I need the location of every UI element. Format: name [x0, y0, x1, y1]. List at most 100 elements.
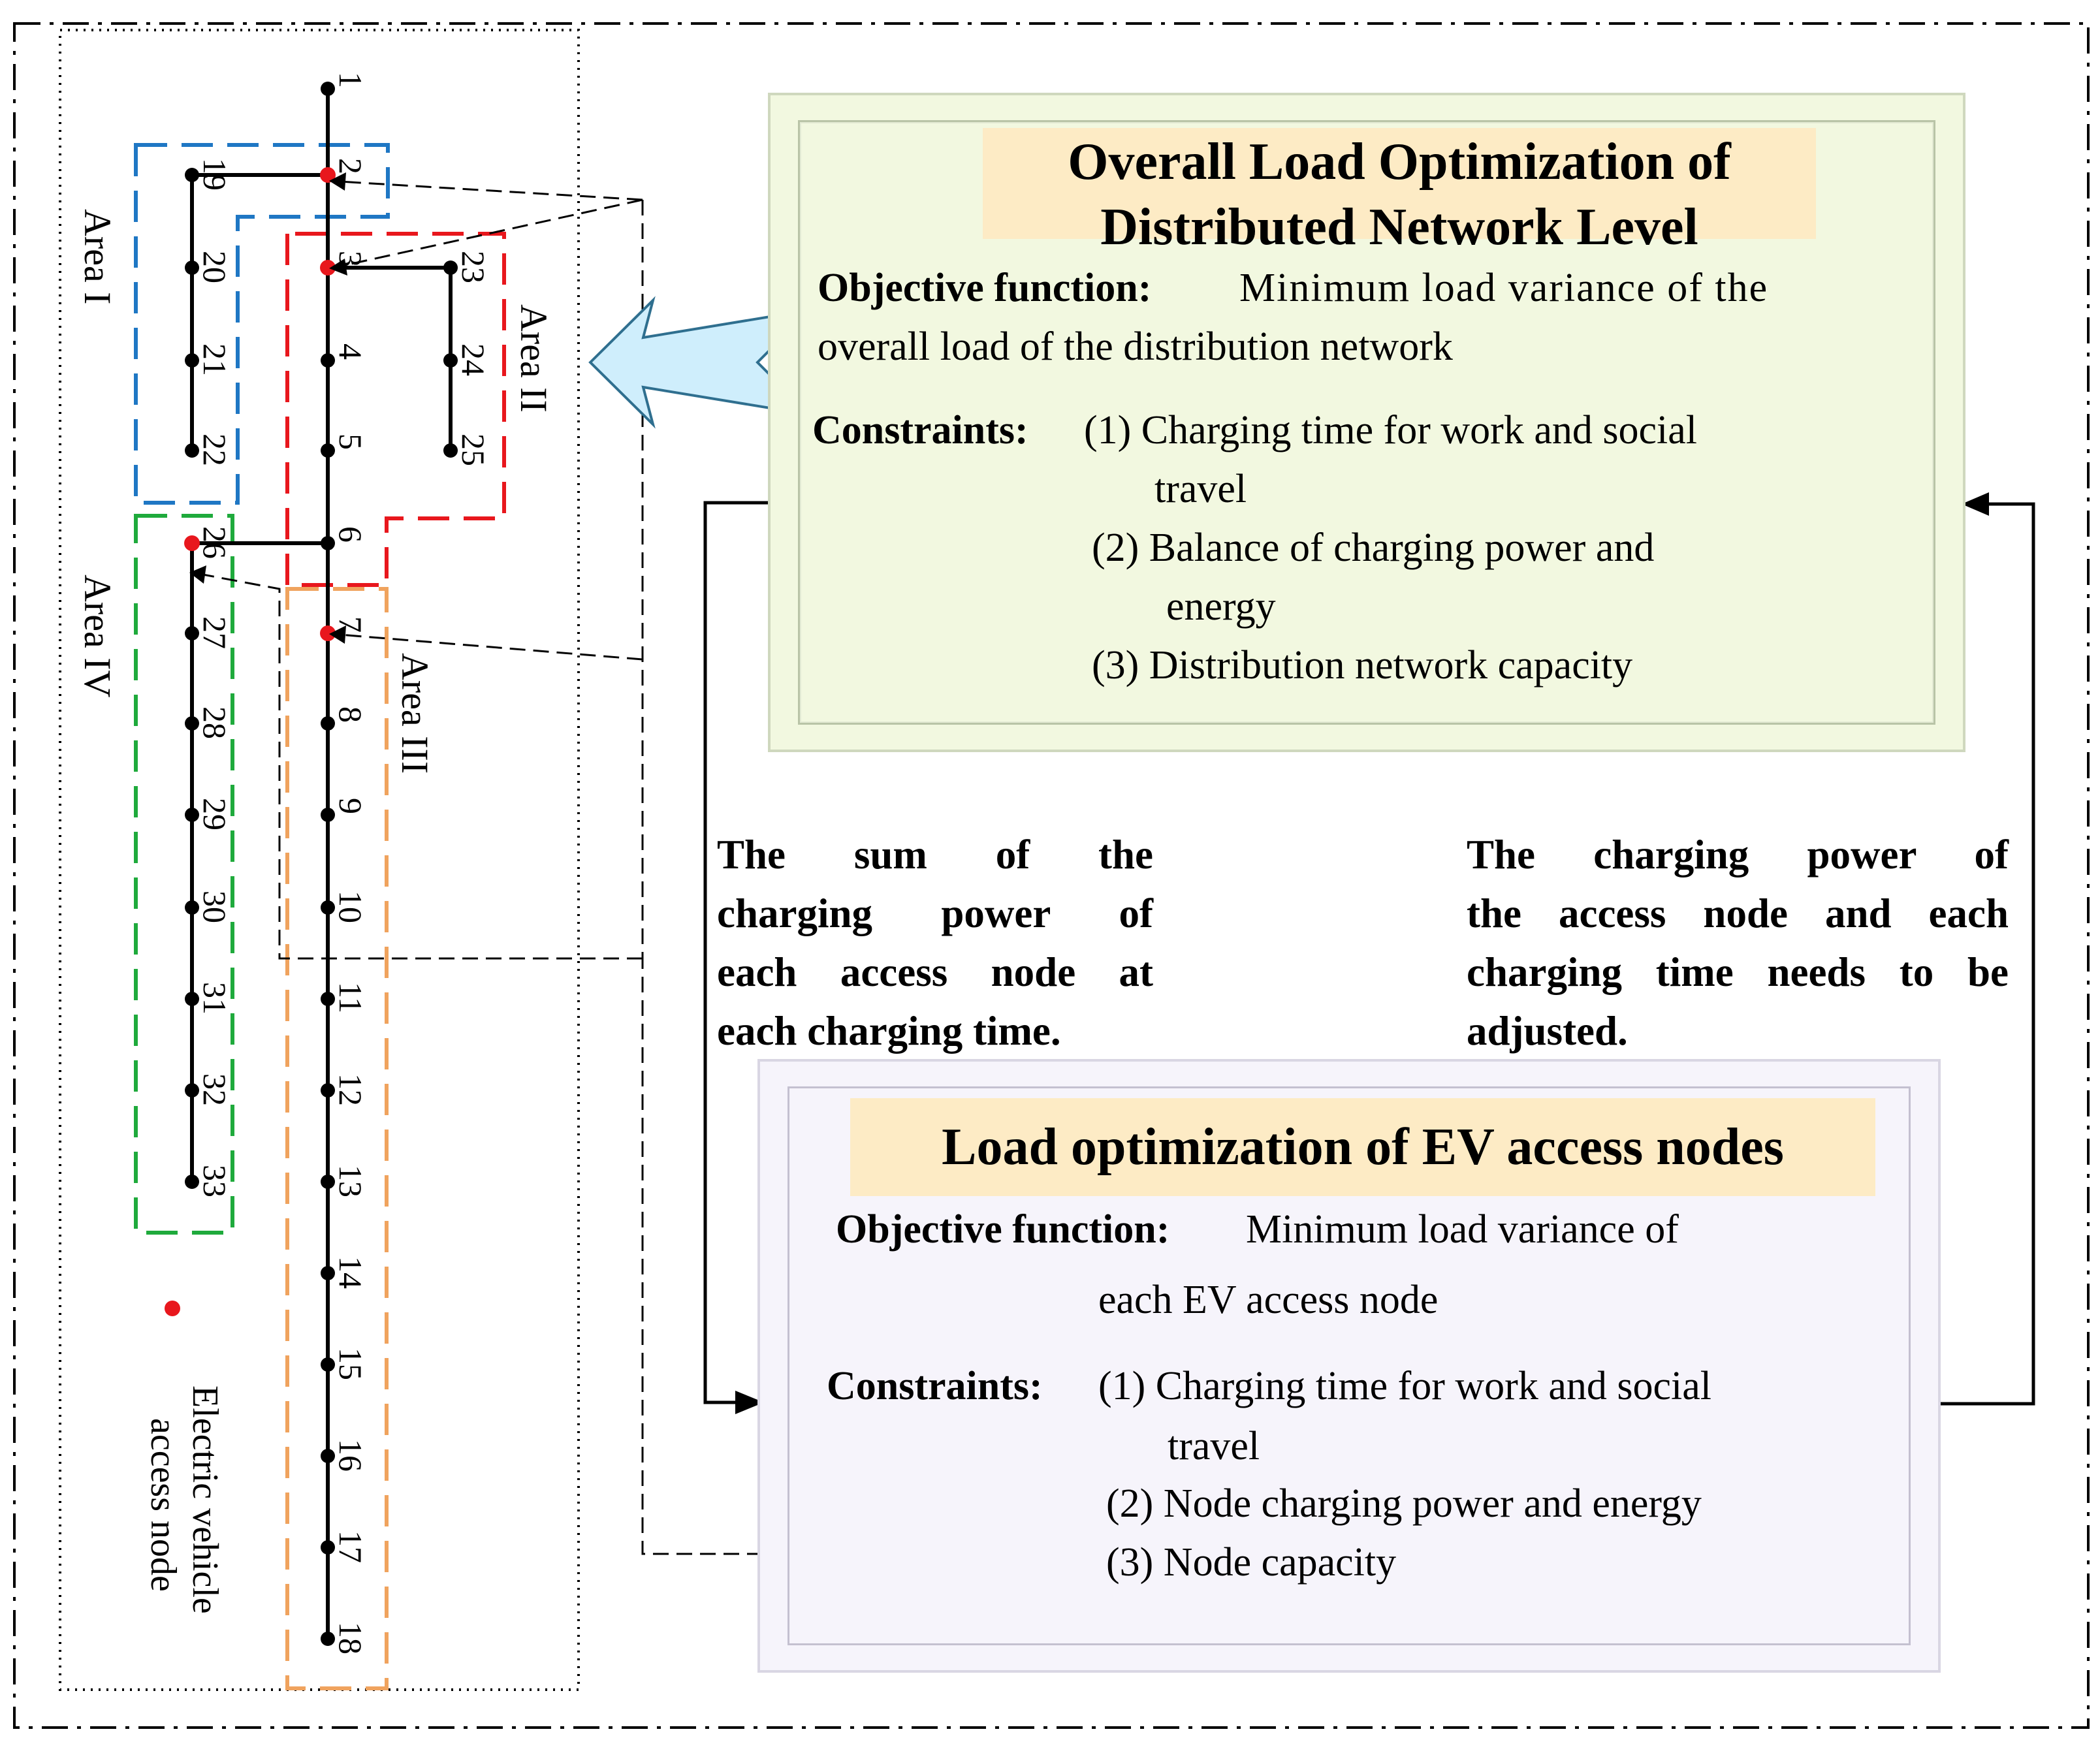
upper-c3: (3) Distribution network capacity: [1092, 643, 1633, 687]
lower-c1-line1: (1) Charging time for work and social: [1098, 1364, 1711, 1408]
node-label-13: 13: [332, 1165, 369, 1197]
upper-objective-line2: overall load of the distribution network: [818, 324, 1453, 369]
flow-right-line1: The charging power of: [1467, 832, 2009, 877]
area3-box: [285, 587, 389, 1690]
node-label-17: 17: [332, 1530, 369, 1563]
lower-box-inner-border: [788, 1086, 1911, 1645]
bus-node-17: [321, 1540, 335, 1555]
bus-node-19: [185, 168, 199, 182]
bus-node-22: [185, 443, 199, 458]
bus-node-31: [185, 992, 199, 1006]
node-label-14: 14: [332, 1256, 369, 1289]
lower-objective-line2: each EV access node: [1098, 1278, 1439, 1322]
bus-node-12: [321, 1083, 335, 1098]
upper-title-line2: Distributed Network Level: [1100, 198, 1698, 256]
legend-access-node-dot: [165, 1301, 180, 1316]
bus-node-20: [185, 261, 199, 275]
flow-left-line4: each charging time.: [717, 1008, 1061, 1054]
bus-node-23: [443, 261, 458, 275]
node-label-18: 18: [332, 1622, 369, 1654]
bus-node-14: [321, 1266, 335, 1280]
network-graph: 1234567891011121314151617181920212223242…: [184, 72, 492, 1654]
upper-c1-line1: (1) Charging time for work and social: [1084, 408, 1697, 452]
bus-node-33: [185, 1175, 199, 1189]
upper-c1-line2: travel: [1154, 467, 1247, 511]
node-label-31: 31: [197, 982, 233, 1015]
node-label-27: 27: [197, 616, 233, 649]
bus-node-6: [321, 536, 335, 550]
upper-objective-line1: Minimum load variance of the: [1239, 266, 1769, 310]
node-label-20: 20: [197, 251, 233, 283]
node-label-22: 22: [197, 434, 233, 466]
ev-access-node-26: [184, 535, 200, 551]
node-label-16: 16: [332, 1439, 369, 1472]
up-flow-line: [1938, 502, 2035, 1406]
node-label-2: 2: [332, 158, 369, 174]
upper-box-title: Overall Load Optimization of Distributed…: [983, 128, 1816, 256]
node-label-4: 4: [332, 343, 369, 360]
flow-left-line1: The sum of the: [717, 832, 1153, 877]
node-label-11: 11: [332, 982, 369, 1013]
flow-right-line2: the access node and each: [1467, 891, 2009, 936]
bus-node-4: [321, 353, 335, 368]
lower-box-title: Load optimization of EV access nodes: [850, 1098, 1875, 1196]
node-label-32: 32: [197, 1073, 233, 1106]
bus-node-10: [321, 900, 335, 915]
flow-left-line3: each access node at: [717, 949, 1153, 995]
area3-label: Area III: [394, 653, 436, 774]
legend-label-line2: access node: [143, 1418, 183, 1592]
node-label-29: 29: [197, 798, 233, 830]
network-frame: [59, 29, 580, 1691]
upper-c2-line2: energy: [1166, 584, 1276, 629]
node-label-26: 26: [197, 526, 233, 559]
bus-node-30: [185, 900, 199, 915]
bus-node-1: [321, 82, 335, 96]
upper-constraints-label: Constraints:: [812, 408, 1028, 452]
bus-node-9: [321, 808, 335, 822]
bus-node-8: [321, 716, 335, 731]
bus-node-24: [443, 353, 458, 368]
node-label-23: 23: [455, 251, 492, 283]
node-label-6: 6: [332, 526, 369, 543]
node-label-28: 28: [197, 706, 233, 739]
node-label-8: 8: [332, 706, 369, 723]
node-label-19: 19: [197, 158, 233, 191]
bus-node-5: [321, 443, 335, 458]
ev-access-node-2: [320, 167, 336, 183]
bus-node-18: [321, 1632, 335, 1646]
down-flow-arrowhead: [735, 1391, 764, 1414]
lower-c2: (2) Node charging power and energy: [1106, 1481, 1702, 1526]
area2-label: Area II: [513, 304, 555, 413]
flow-right-line3: charging time needs to be: [1467, 949, 2009, 995]
node-label-30: 30: [197, 891, 233, 923]
upper-box-inner-border: [798, 120, 1935, 725]
area4-box: [134, 514, 234, 1235]
upper-c2-line1: (2) Balance of charging power and: [1092, 526, 1655, 570]
node-label-33: 33: [197, 1165, 233, 1197]
flow-right-line4: adjusted.: [1467, 1008, 1628, 1054]
flow-right-text: The charging power of the access node an…: [1467, 825, 2009, 1060]
flow-left-line2: charging power of: [717, 891, 1153, 936]
area4-label: Area IV: [76, 575, 119, 698]
upper-title-line1: Overall Load Optimization of: [1068, 133, 1731, 191]
area1-box: [134, 143, 390, 505]
lower-c3: (3) Node capacity: [1106, 1540, 1397, 1585]
lower-objective-label: Objective function:: [836, 1207, 1170, 1252]
node-label-25: 25: [455, 434, 492, 466]
upper-objective-label: Objective function:: [818, 266, 1152, 310]
bus-node-25: [443, 443, 458, 458]
bus-node-29: [185, 808, 199, 822]
lower-c1-line2: travel: [1168, 1424, 1260, 1468]
node-label-12: 12: [332, 1073, 369, 1106]
area2-box: [285, 232, 506, 587]
bus-node-13: [321, 1175, 335, 1189]
area1-label: Area I: [76, 209, 119, 305]
bus-node-11: [321, 992, 335, 1006]
dashed-arrowheads: [189, 172, 347, 644]
bus-node-32: [185, 1083, 199, 1098]
bus-node-27: [185, 626, 199, 640]
outer-frame: [13, 22, 2090, 1729]
lower-constraints-label: Constraints:: [827, 1364, 1043, 1408]
node-label-24: 24: [455, 343, 492, 376]
